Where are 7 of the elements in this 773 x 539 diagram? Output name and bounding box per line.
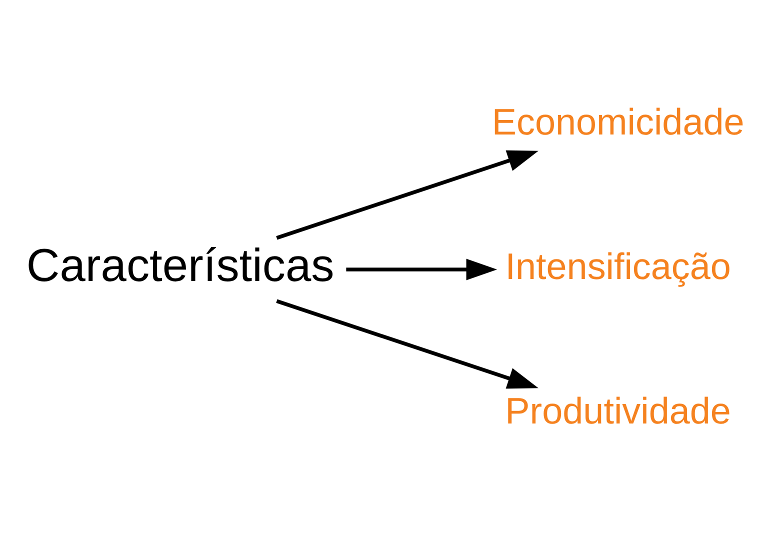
node-text: Economicidade — [492, 101, 744, 142]
arrow — [276, 150, 538, 240]
arrow — [346, 258, 498, 280]
node-text: Características — [26, 239, 334, 292]
node-text: Intensificação — [505, 246, 731, 288]
node-text: Produtividade — [505, 390, 731, 432]
arrow — [276, 299, 538, 389]
